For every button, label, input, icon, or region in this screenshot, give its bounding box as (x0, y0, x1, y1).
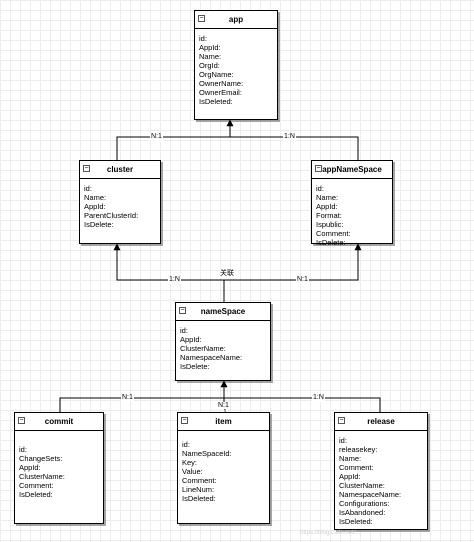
entity-appnamespace-fields: id:Name:AppId:Format:Ispublic:Comment:Is… (312, 179, 392, 247)
collapse-icon[interactable]: − (315, 165, 322, 172)
entity-field: Name: (316, 193, 339, 202)
entity-app-title: app (228, 15, 244, 24)
entity-field: Name: (199, 52, 222, 61)
entity-item[interactable]: − item id:NameSpaceId:Key:Value:Comment:… (177, 412, 270, 524)
edge-commit-namespace (59, 380, 228, 412)
entity-field: id: (19, 445, 27, 454)
entity-field: id: (84, 184, 92, 193)
entity-field: id: (339, 436, 347, 445)
entity-field: AppId: (19, 463, 41, 472)
entity-field: IsDeleted: (182, 494, 216, 503)
entity-field: IsDelete: (180, 362, 210, 371)
entity-field: id: (199, 34, 207, 43)
label-namespace-appnamespace: N:1 (296, 276, 309, 284)
collapse-icon[interactable]: − (181, 417, 188, 424)
entity-release-header: − release (335, 413, 427, 431)
entity-field: NameSpaceId: (182, 449, 232, 458)
entity-namespace-title: nameSpace (200, 307, 246, 316)
entity-field: ClusterName: (180, 344, 226, 353)
entity-field: AppId: (180, 335, 202, 344)
entity-appnamespace-title: appNameSpace (322, 165, 382, 174)
entity-field: Comment: (19, 481, 54, 490)
entity-commit-title: commit (44, 417, 74, 426)
edge-namespace-cluster (113, 243, 225, 302)
entity-commit[interactable]: − commit id:ChangeSets:AppId:ClusterName… (14, 412, 104, 524)
entity-field: NamespaceName: (339, 490, 402, 499)
entity-namespace-header: − nameSpace (176, 303, 270, 321)
watermark: https://blog.csdn.net/... (300, 530, 361, 536)
entity-field: OwnerName: (199, 79, 244, 88)
label-namespace-cluster: 1:N (168, 276, 181, 284)
entity-field: ClusterName: (19, 472, 65, 481)
entity-field: id: (316, 184, 324, 193)
collapse-icon[interactable]: − (338, 417, 345, 424)
entity-cluster-fields: id:Name:AppId:ParentClusterId:IsDelete: (80, 179, 160, 229)
entity-field: IsAbandoned: (339, 508, 386, 517)
entity-field: IsDelete: (84, 220, 114, 229)
entity-app-fields: id:AppId:Name:OrgId:OrgName:OwnerName:Ow… (195, 29, 277, 106)
entity-field: AppId: (339, 472, 361, 481)
collapse-icon[interactable]: − (18, 417, 25, 424)
entity-field: OrgId: (199, 61, 220, 70)
entity-field: Name: (339, 454, 362, 463)
entity-item-fields: id:NameSpaceId:Key:Value:Comment:LineNum… (178, 431, 269, 503)
entity-release-fields: id:releasekey:Name:Comment:AppId:Cluster… (335, 431, 427, 526)
entity-field: Format: (316, 211, 342, 220)
entity-field: NamespaceName: (180, 353, 243, 362)
entity-field: ParentClusterId: (84, 211, 139, 220)
collapse-icon[interactable]: − (179, 307, 186, 314)
entity-app[interactable]: − app id:AppId:Name:OrgId:OrgName:OwnerN… (194, 10, 278, 120)
entity-cluster[interactable]: − cluster id:Name:AppId:ParentClusterId:… (79, 160, 161, 244)
entity-appnamespace-header: − appNameSpace (312, 161, 392, 179)
entity-field: releasekey: (339, 445, 378, 454)
entity-field: AppId: (316, 202, 338, 211)
label-commit-namespace: N:1 (121, 394, 134, 402)
entity-field: OwnerEmail: (199, 88, 242, 97)
edge-release-namespace (224, 397, 381, 412)
entity-field: Comment: (316, 229, 351, 238)
entity-commit-header: − commit (15, 413, 103, 431)
entity-field: Key: (182, 458, 198, 467)
entity-namespace-fields: id:AppId:ClusterName:NamespaceName:IsDel… (176, 321, 270, 371)
entity-field: Name: (84, 193, 107, 202)
label-cluster-app: N:1 (150, 133, 163, 141)
entity-field: IsDeleted: (19, 490, 53, 499)
entity-commit-fields: id:ChangeSets:AppId:ClusterName:Comment:… (15, 431, 103, 499)
entity-release-title: release (367, 417, 395, 426)
entity-field: Ispublic: (316, 220, 344, 229)
label-release-namespace: 1:N (312, 394, 325, 402)
entity-field: AppId: (199, 43, 221, 52)
entity-field: Configurations: (339, 499, 390, 508)
entity-field: id: (182, 440, 190, 449)
collapse-icon[interactable]: − (198, 15, 205, 22)
entity-cluster-header: − cluster (80, 161, 160, 179)
entity-release[interactable]: − release id:releasekey:Name:Comment:App… (334, 412, 428, 530)
entity-field: ClusterName: (339, 481, 385, 490)
entity-field: Value: (182, 467, 203, 476)
entity-item-title: item (215, 417, 232, 426)
entity-appnamespace[interactable]: − appNameSpace id:Name:AppId:Format:Ispu… (311, 160, 393, 247)
entity-cluster-title: cluster (106, 165, 134, 174)
entity-field: IsDeleted: (199, 97, 233, 106)
entity-namespace[interactable]: − nameSpace id:AppId:ClusterName:Namespa… (175, 302, 271, 381)
entity-field: AppId: (84, 202, 106, 211)
collapse-icon[interactable]: − (83, 165, 90, 172)
entity-field: id: (180, 326, 188, 335)
edge-cluster-app (116, 119, 234, 160)
entity-field: LineNum: (182, 485, 215, 494)
entity-field: Comment: (182, 476, 217, 485)
edge-namespace-appnamespace (224, 243, 362, 281)
entity-field: IsDelete: (316, 238, 346, 247)
entity-app-header: − app (195, 11, 277, 29)
label-appnamespace-app: 1:N (283, 133, 296, 141)
label-namespace-link: 关联 (219, 270, 235, 278)
edge-appnamespace-app (230, 136, 359, 160)
label-item-namespace: N:1 (217, 402, 230, 410)
entity-field: OrgName: (199, 70, 234, 79)
entity-field: IsDeleted: (339, 517, 373, 526)
entity-field: ChangeSets: (19, 454, 63, 463)
entity-field: Comment: (339, 463, 374, 472)
entity-item-header: − item (178, 413, 269, 431)
